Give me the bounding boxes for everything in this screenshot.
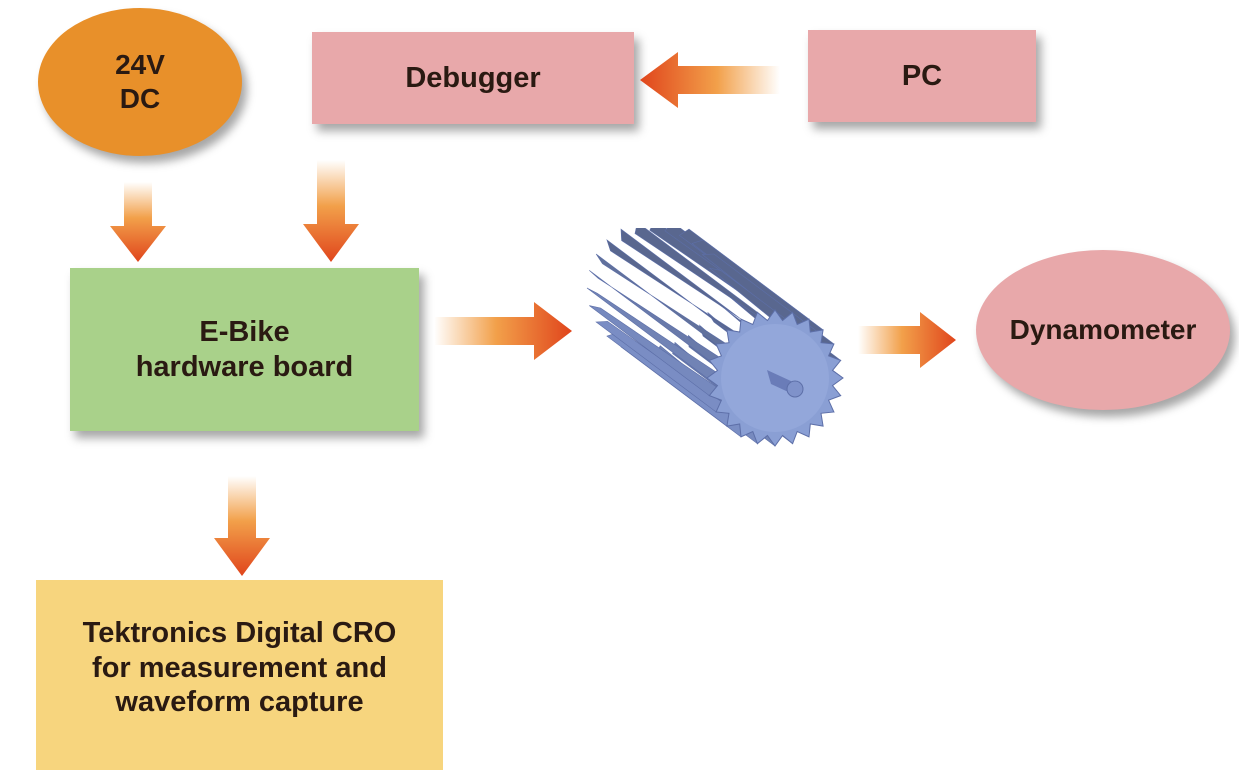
cro-node: Tektronics Digital CRO for measurement a… bbox=[36, 580, 443, 770]
power-line-2: DC bbox=[119, 83, 161, 114]
ebike-line-2: hardware board bbox=[135, 350, 354, 383]
cro-line-2: for measurement and bbox=[92, 651, 387, 684]
arrow-power-to-ebike bbox=[110, 182, 166, 262]
dynamometer-node: Dynamometer bbox=[976, 250, 1230, 410]
cro-line-1: Tektronics Digital CRO bbox=[82, 616, 397, 649]
power-supply-node: 24V DC bbox=[38, 8, 242, 156]
arrow-debugger-to-ebike bbox=[303, 160, 359, 262]
ebike-line-1: E-Bike bbox=[199, 315, 290, 348]
dynamometer-label: Dynamometer bbox=[1009, 314, 1197, 346]
motor-shaft-end bbox=[786, 380, 804, 398]
pc-label: PC bbox=[901, 59, 943, 92]
arrow-ebike-to-cro bbox=[214, 476, 270, 576]
arrow-motor-to-dynamometer bbox=[858, 312, 956, 368]
cro-line-3: waveform capture bbox=[115, 686, 364, 719]
debugger-node: Debugger bbox=[312, 32, 634, 124]
ebike-board-node: E-Bike hardware board bbox=[70, 268, 419, 431]
pc-node: PC bbox=[808, 30, 1036, 122]
power-line-1: 24V bbox=[115, 49, 165, 81]
arrow-pc-to-debugger bbox=[640, 52, 780, 108]
motor-gear-icon bbox=[586, 228, 844, 447]
debugger-label: Debugger bbox=[405, 61, 541, 94]
arrow-ebike-to-motor bbox=[434, 302, 572, 360]
